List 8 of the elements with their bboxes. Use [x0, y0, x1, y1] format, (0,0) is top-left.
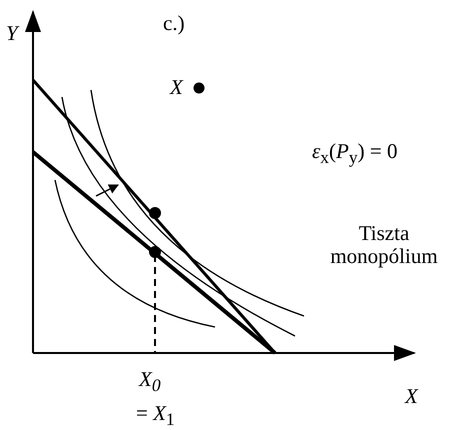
axis-label: Y [6, 22, 18, 46]
elasticity-formula: ε$_{x}$(P$_{y}$) = 0 [312, 140, 398, 168]
market-type-label: Tiszta monopólium [329, 222, 439, 268]
panel-label: c.) [163, 12, 185, 36]
axis-label: X [405, 385, 418, 408]
point-label: X [170, 76, 183, 100]
axis-value-label: X$_{0}$ [139, 368, 161, 396]
axis-value-label: = X$_{1}$ [136, 402, 175, 430]
